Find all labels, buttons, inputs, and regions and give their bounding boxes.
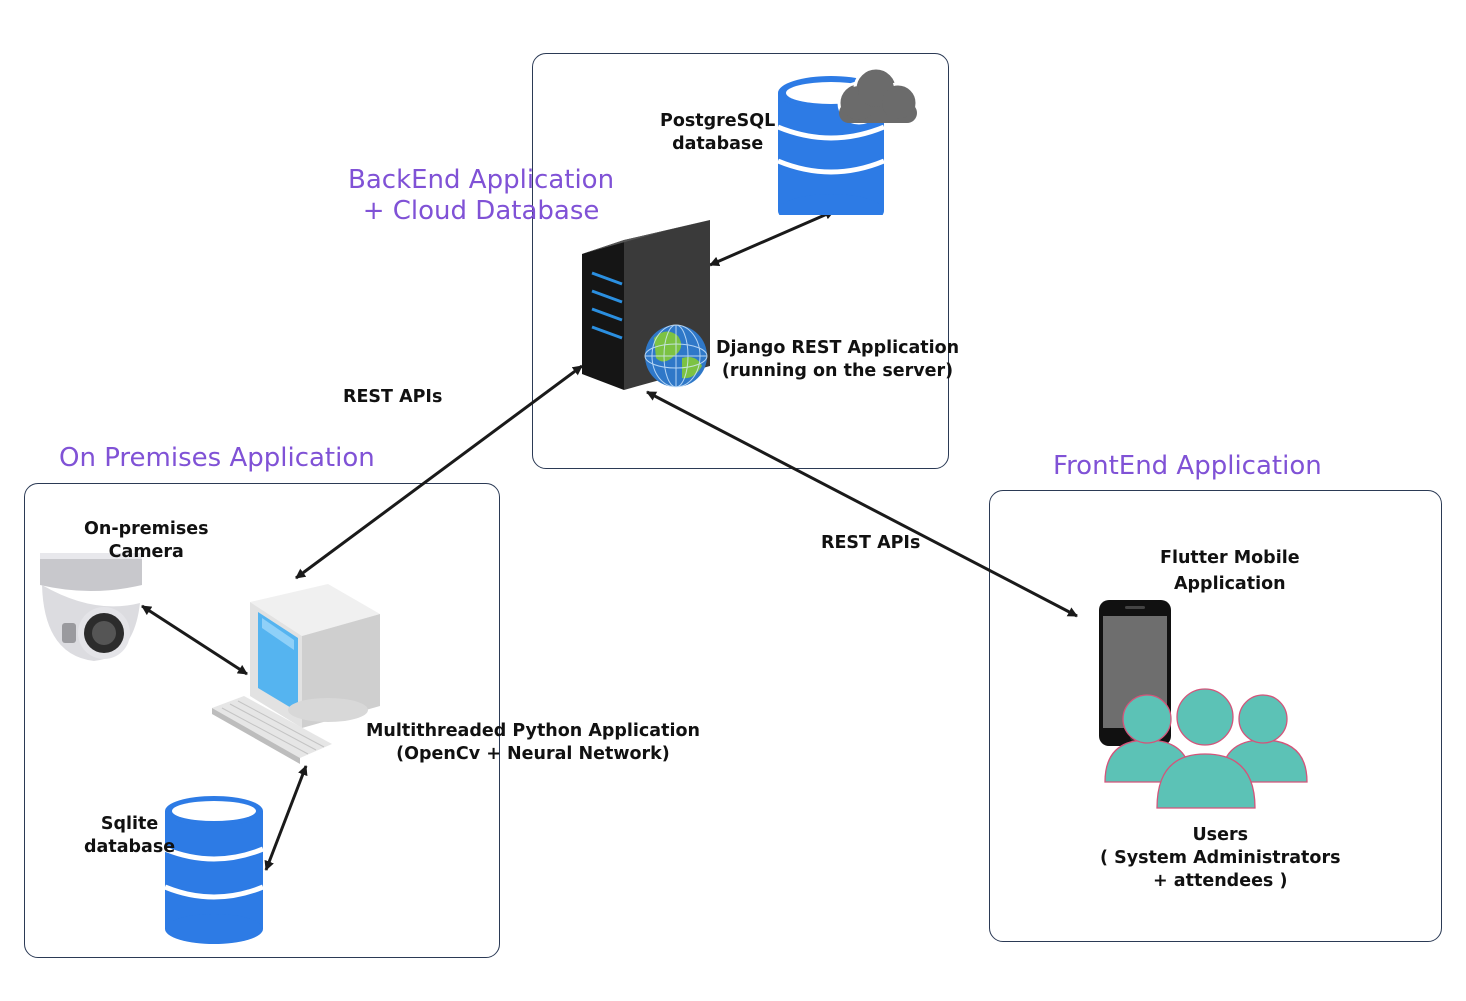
camera-label-line1: On-premises: [84, 519, 209, 539]
onprem-group-title: On Premises Application: [59, 443, 375, 473]
database-icon: [164, 796, 264, 944]
edge-server-postgres: [709, 209, 835, 267]
sqlite-label-line1: Sqlite: [100, 814, 159, 834]
edge-camera-computer: [141, 604, 248, 676]
backend-title-line2: + Cloud Database: [362, 196, 600, 226]
cloud-database-icon: [777, 66, 919, 215]
frontend-group-title: FrontEnd Application: [1053, 451, 1322, 481]
python-app-label-line2: (OpenCv + Neural Network): [396, 744, 670, 764]
backend-title-line1: BackEnd Application: [348, 165, 615, 195]
rest-apis-right-label: REST APIs: [821, 533, 921, 553]
users-label-line2: ( System Administrators: [1100, 848, 1341, 868]
edge-server-mobile: [646, 390, 1078, 618]
users-group-icon: [1104, 688, 1308, 809]
camera-label: On-premises Camera: [84, 518, 209, 564]
camera-label-line2: Camera: [108, 542, 184, 562]
flutter-label-line2: Application: [1173, 574, 1286, 594]
django-label-line1: Django REST Application: [716, 338, 960, 358]
flutter-label: Flutter Mobile Application: [1160, 545, 1300, 597]
rest-apis-left-label: REST APIs: [343, 387, 443, 407]
flutter-label-line1: Flutter Mobile: [1160, 548, 1300, 568]
sqlite-label: Sqlite database: [84, 813, 175, 859]
server-globe-icon: [582, 220, 710, 390]
edge-server-python: [295, 364, 583, 580]
backend-group-title: BackEnd Application + Cloud Database: [348, 165, 614, 227]
python-app-label-line1: Multithreaded Python Application: [366, 721, 700, 741]
edge-computer-sqlite: [264, 765, 308, 871]
python-app-label: Multithreaded Python Application (OpenCv…: [366, 720, 700, 766]
django-label: Django REST Application (running on the …: [716, 337, 959, 383]
postgres-label-line1: PostgreSQL: [660, 111, 776, 131]
users-label-line1: Users: [1192, 825, 1249, 845]
django-label-line2: (running on the server): [721, 361, 954, 381]
desktop-computer-icon: [212, 584, 380, 764]
postgres-label-line2: database: [672, 134, 764, 154]
sqlite-label-line2: database: [84, 837, 176, 857]
security-camera-icon: [40, 553, 142, 661]
users-label-line3: + attendees ): [1153, 871, 1288, 891]
postgres-label: PostgreSQL database: [660, 110, 775, 156]
users-label: Users ( System Administrators + attendee…: [1100, 824, 1341, 893]
